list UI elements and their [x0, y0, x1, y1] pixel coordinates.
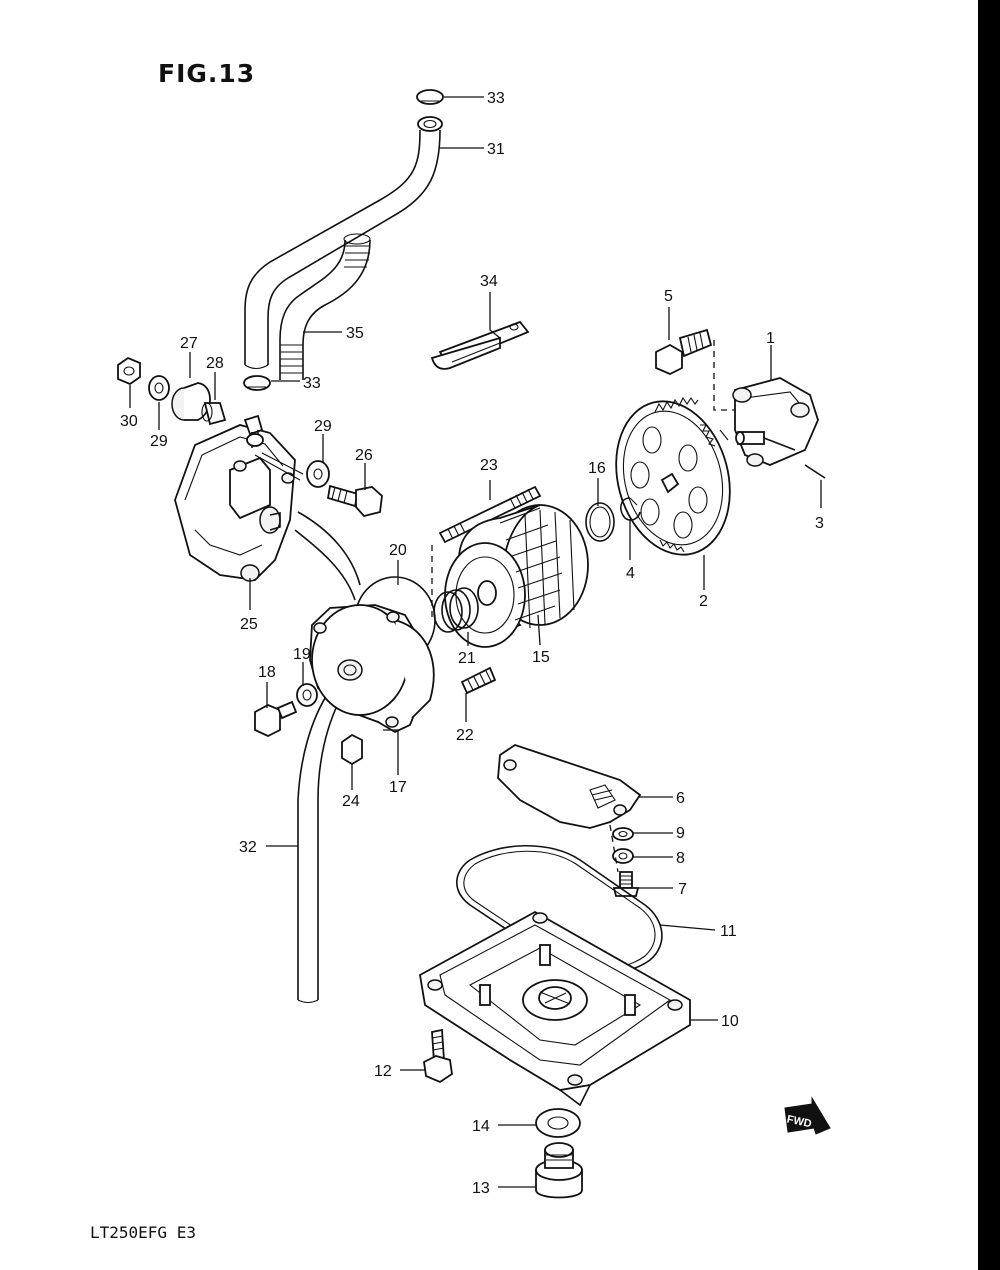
model-code: LT250EFG E3 [90, 1223, 196, 1242]
fwd-label: FWD [786, 1113, 813, 1130]
callout-8: 8 [676, 850, 685, 867]
washer-9 [612, 827, 634, 841]
callout-14: 14 [472, 1118, 490, 1135]
o-ring-11 [456, 844, 663, 975]
bolt-18 [254, 700, 298, 737]
stud-bolt-23 [438, 485, 542, 544]
figure-title: FIG.13 [158, 59, 255, 88]
callout-22: 22 [456, 727, 474, 744]
plug-24 [341, 733, 363, 766]
callout-30: 30 [120, 413, 138, 430]
collar-28 [201, 402, 227, 426]
callout-18: 18 [258, 664, 276, 681]
leader-lines [129, 96, 822, 1188]
drain-plug-13 [535, 1142, 583, 1199]
callout-17: 17 [389, 779, 407, 796]
callout-13: 13 [472, 1180, 490, 1197]
o-ring-16 [585, 502, 615, 542]
housing-25 [174, 414, 304, 582]
spring-21 [433, 587, 479, 633]
pin-3 [804, 464, 826, 479]
callout-7: 7 [678, 881, 687, 898]
callout-29-right: 29 [314, 418, 332, 435]
washer-8 [612, 848, 634, 864]
callout-28: 28 [206, 355, 224, 372]
scan-edge-bar [978, 0, 1000, 1270]
washer-19 [296, 683, 318, 707]
callout-21: 21 [458, 650, 476, 667]
callout-34: 34 [480, 273, 498, 290]
filter-cap-17 [309, 604, 435, 734]
callout-9: 9 [676, 825, 685, 842]
gasket-6 [497, 744, 642, 829]
callout-15: 15 [532, 649, 550, 666]
callout-25: 25 [240, 616, 258, 633]
callout-6: 6 [676, 790, 685, 807]
callout-20: 20 [389, 542, 407, 559]
callout-3: 3 [815, 515, 824, 532]
stud-22 [460, 666, 497, 695]
callout-31: 31 [487, 141, 505, 158]
callout-23: 23 [480, 457, 498, 474]
callout-33-mid: 33 [303, 375, 321, 392]
washer-14 [535, 1108, 581, 1138]
nut-30 [117, 356, 141, 386]
washer-29-right [306, 460, 330, 488]
callout-2: 2 [699, 593, 708, 610]
callout-32: 32 [239, 839, 257, 856]
oil-filter-15 [444, 504, 589, 648]
callout-12: 12 [374, 1063, 392, 1080]
callout-27: 27 [180, 335, 198, 352]
bolt-12 [423, 1028, 453, 1084]
hose-31 [244, 116, 443, 370]
washer-29-left [148, 375, 170, 401]
guide-line-screw7 [609, 824, 619, 873]
callout-29-left: 29 [150, 433, 168, 450]
bolt-26 [326, 484, 383, 518]
callout-5: 5 [664, 288, 673, 305]
bolt-5 [655, 328, 713, 375]
strainer-case-10 [419, 910, 691, 1107]
hose-clip-33-mid [243, 375, 271, 391]
callout-11: 11 [720, 923, 737, 940]
oil-pump-1 [732, 377, 819, 467]
callout-33-top: 33 [487, 90, 505, 107]
callout-numbers: 33 31 35 33 34 5 1 3 27 28 30 29 29 26 2… [120, 90, 824, 1197]
forward-direction-badge: FWD [784, 1096, 831, 1135]
hose-clip-33-top [416, 89, 444, 105]
guide-line-bolt5 [713, 340, 735, 411]
collar-27 [171, 382, 211, 421]
callout-24: 24 [342, 793, 360, 810]
callout-1: 1 [766, 330, 775, 347]
oil-pump-gear-2 [615, 396, 731, 556]
callout-35: 35 [346, 325, 364, 342]
callout-26: 26 [355, 447, 373, 464]
callout-19: 19 [293, 646, 311, 663]
circlip-4 [620, 497, 641, 521]
callout-16: 16 [588, 460, 606, 477]
callout-10: 10 [721, 1013, 739, 1030]
bracket-34 [430, 320, 530, 370]
callout-4: 4 [626, 565, 635, 582]
